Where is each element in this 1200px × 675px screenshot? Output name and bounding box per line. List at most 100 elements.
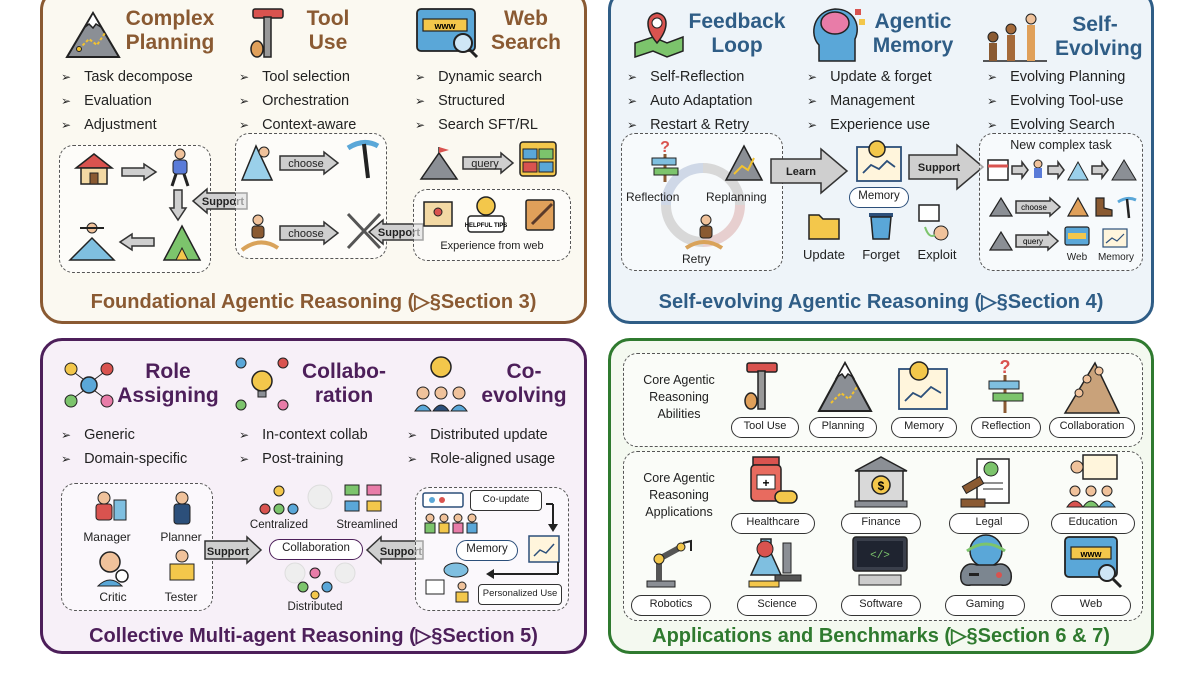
svg-text:$: $: [878, 479, 885, 493]
coevo-board-icon: [422, 492, 464, 508]
bullet: Task decompose: [61, 65, 193, 89]
bullet: Orchestration: [239, 89, 356, 113]
centralized-icon: [259, 485, 299, 515]
planning-icon: [817, 360, 873, 412]
support-arrow-right: Support: [204, 535, 263, 565]
coevo-agents-icon: [424, 513, 478, 534]
bullet: Update & forget: [807, 65, 932, 89]
manager-icon: [95, 491, 127, 521]
new-task-title: New complex task: [1010, 138, 1112, 152]
support-label: Support: [378, 227, 420, 239]
bullets-collab: In-context collab Post-training: [239, 423, 368, 471]
bullet: Evolving Tool-use: [987, 89, 1125, 113]
memory-board-icon: [856, 140, 902, 182]
bullets-role: Generic Domain-specific: [61, 423, 187, 471]
card-title-role-assigning: Role Assigning: [117, 360, 219, 407]
tool-use-icon: [744, 362, 778, 410]
support-arrow-middle: Support: [367, 218, 424, 246]
bullet: Role-aligned usage: [407, 447, 555, 471]
mountain-flag-icon: [419, 147, 459, 180]
app-legal: Legal: [949, 513, 1029, 534]
foundational-footer: Foundational Agentic Reasoning (▷§Sectio…: [90, 291, 537, 313]
bullet: Evolving Planning: [987, 65, 1125, 89]
replanning-label: Replanning: [706, 190, 767, 204]
mini-choose-label: choose: [1021, 203, 1047, 212]
critic-icon: [96, 551, 129, 587]
foundational-panel: Complex Planning Tool Use www Web Search…: [40, 0, 587, 324]
bullet: Context-aware: [239, 113, 356, 137]
ability-tool-use: Tool Use: [731, 417, 799, 438]
app-finance: Finance: [841, 513, 921, 534]
coevo-cloud-icon: [425, 562, 469, 603]
choose-arrow: choose: [279, 150, 340, 176]
bullets-self-evolving: Evolving Planning Evolving Tool-use Evol…: [987, 65, 1125, 137]
streamlined-label: Streamlined: [336, 519, 398, 531]
education-icon: [1066, 454, 1118, 508]
bullets-memory: Update & forget Management Experience us…: [807, 65, 932, 137]
learn-label: Learn: [786, 166, 816, 178]
bullet: Domain-specific: [61, 447, 187, 471]
map-icon: [423, 201, 453, 227]
bullet: Evolving Search: [987, 113, 1125, 137]
feedback-cycle-box: ? Reflection Replanning Retry: [621, 133, 783, 271]
summit-icon: [68, 222, 116, 261]
flow-arrow-down-icon: [546, 503, 558, 532]
support-label: Support: [207, 546, 249, 558]
mini-query-arrow: query: [1015, 230, 1060, 252]
reflection-icon: ?: [988, 357, 1024, 413]
svg-text:?: ?: [660, 139, 670, 156]
streamlined-icon: [344, 484, 382, 512]
trash-icon: [869, 213, 893, 240]
memory-icon: [898, 361, 948, 410]
arrow-left-icon: [118, 232, 155, 252]
tester-icon: [169, 549, 195, 581]
exploit-label: Exploit: [917, 247, 957, 262]
tester-label: Tester: [164, 590, 198, 604]
multi-agent-footer: Collective Multi-agent Reasoning (▷§Sect…: [89, 625, 538, 647]
collaboration-pill: Collaboration: [269, 539, 363, 560]
support-label: Support: [380, 546, 422, 558]
bullet: Dynamic search: [415, 65, 542, 89]
mini-mountain-icon: [988, 230, 1014, 251]
tool-icon: [250, 8, 284, 58]
robotics-icon: [646, 539, 692, 588]
app-science: Science: [737, 595, 817, 616]
bullets-feedback: Self-Reflection Auto Adaptation Restart …: [627, 65, 752, 137]
applications-label: Core Agentic Reasoning Applications: [643, 471, 715, 519]
experience-box: HELPFUL TIPS Experience from web: [413, 189, 571, 261]
campsite-icon: [162, 224, 202, 261]
mini-memory-label: Memory: [1097, 252, 1135, 263]
personalized-use-pill: Personalized Use: [478, 584, 562, 605]
choose-label: choose: [288, 158, 323, 170]
bullet: Evaluation: [61, 89, 193, 113]
arrow-down-icon: [168, 189, 188, 222]
web-search-icon: www: [416, 8, 479, 59]
ability-planning: Planning: [809, 417, 877, 438]
reflection-label: Reflection: [626, 190, 680, 204]
co-evolving-icon: [414, 356, 468, 412]
manager-label: Manager: [83, 530, 131, 544]
svg-text:</>: </>: [870, 550, 890, 562]
new-task-box: New complex task choose: [979, 133, 1143, 271]
svg-text:www: www: [1079, 549, 1102, 559]
replan-mountain-icon: [724, 144, 764, 181]
bullet: Generic: [61, 423, 187, 447]
bullet: Distributed update: [407, 423, 555, 447]
bullets-web: Dynamic search Structured Search SFT/RL: [415, 65, 542, 137]
healthcare-icon: +: [750, 456, 798, 504]
applications-panel: Core Agentic Reasoning Abilities Core Ag…: [608, 338, 1154, 654]
bullets-coevo: Distributed update Role-aligned usage: [407, 423, 555, 471]
app-education: Education: [1051, 513, 1135, 534]
retry-label: Retry: [682, 252, 711, 266]
card-title-collaboration: Collabo-ration: [302, 360, 386, 407]
app-gaming: Gaming: [945, 595, 1025, 616]
co-update-pill: Co-update: [470, 490, 542, 511]
app-robotics: Robotics: [631, 595, 711, 616]
mini-web-icon: [1064, 226, 1090, 246]
roles-box: Manager Planner Critic Tester: [61, 483, 213, 611]
science-icon: [748, 538, 802, 588]
mini-mountain-icon: [988, 196, 1014, 217]
folder-icon: [808, 214, 840, 240]
distributed-icon: [297, 567, 333, 600]
planner-icon: [173, 491, 191, 525]
